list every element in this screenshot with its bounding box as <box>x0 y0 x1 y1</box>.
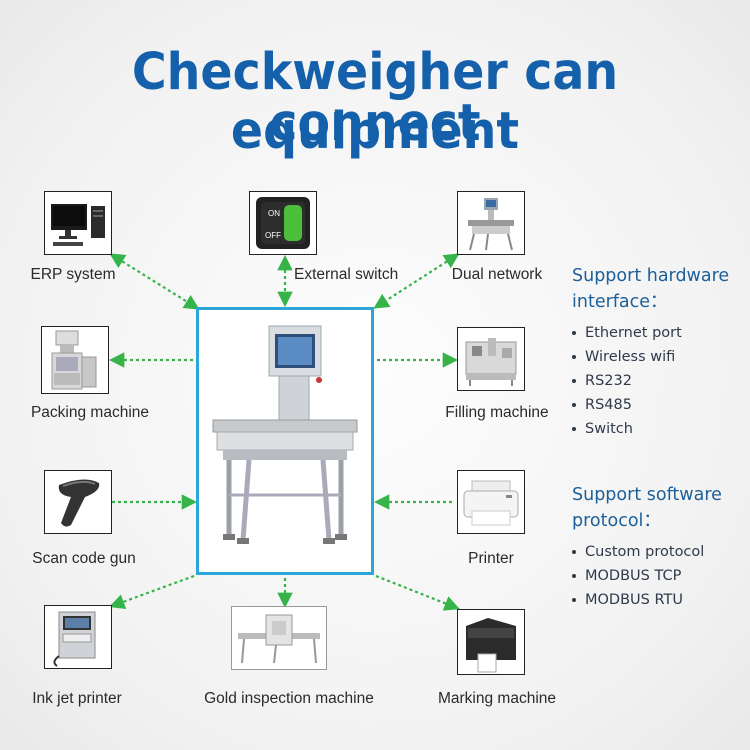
hardware-item: Ethernet port <box>572 321 729 345</box>
filling-machine-icon <box>465 338 517 386</box>
printer-label: Printer <box>468 550 514 567</box>
packing-machine-label: Packing machine <box>30 404 150 421</box>
ink-jet-printer-image <box>44 605 112 669</box>
switch-on-text: ON <box>268 209 280 218</box>
gold-inspection-machine-label: Gold inspection machine <box>204 690 374 707</box>
hardware-item: RS485 <box>572 393 729 417</box>
dual-network-label: Dual network <box>451 266 543 283</box>
external-switch-label: External switch <box>294 266 399 283</box>
erp-system-label: ERP system <box>30 266 116 283</box>
hardware-heading-line-2: interface： <box>572 292 668 312</box>
packing-machine-image <box>41 326 109 394</box>
marking-machine-image <box>457 609 525 675</box>
switch-off-text: OFF <box>265 231 281 240</box>
software-item: Custom protocol <box>572 540 722 564</box>
arrow-marking <box>375 574 460 611</box>
software-item: MODBUS TCP <box>572 564 722 588</box>
software-protocol-section: Support software protocol： Custom protoc… <box>572 482 722 612</box>
printer-image <box>457 470 525 534</box>
checkweigher-center <box>196 307 374 575</box>
barcode-scanner-icon <box>58 479 100 527</box>
filling-machine-image <box>457 327 525 391</box>
metal-detector-icon <box>238 614 320 664</box>
marking-machine-label: Marking machine <box>437 690 557 707</box>
title-line-2: equipment <box>230 102 520 161</box>
checkweigher-icon <box>212 325 358 544</box>
arrow-erp <box>109 253 200 310</box>
label-printer-icon <box>466 618 516 673</box>
ink-jet-printer-label: Ink jet printer <box>32 690 122 707</box>
software-item: MODBUS RTU <box>572 588 722 612</box>
hardware-item: Wireless wifi <box>572 345 729 369</box>
hardware-item: RS232 <box>572 369 729 393</box>
arrow-inkjet <box>109 574 195 609</box>
printer-icon <box>463 480 519 526</box>
hardware-item: Switch <box>572 417 729 441</box>
dual-network-image <box>457 191 525 255</box>
gold-inspection-machine-image <box>231 606 327 670</box>
scan-code-gun-image <box>44 470 112 534</box>
filling-machine-label: Filling machine <box>445 404 549 421</box>
toggle-switch-icon: ON OFF <box>256 197 310 249</box>
erp-system-image <box>44 191 112 255</box>
arrow-dual <box>373 253 460 309</box>
computer-icon <box>51 204 105 246</box>
software-heading-line-1: Support software <box>572 485 722 505</box>
software-heading-line-2: protocol： <box>572 511 661 531</box>
hardware-interface-section: Support hardware interface： Ethernet por… <box>572 263 729 441</box>
external-switch-image: ON OFF <box>249 191 317 255</box>
packing-machine-icon <box>51 330 97 390</box>
inkjet-printer-icon <box>53 611 96 667</box>
title-line-1: Checkweigher can connect <box>131 43 619 153</box>
scan-code-gun-label: Scan code gun <box>32 550 136 567</box>
checkweigher-small-icon <box>468 198 514 251</box>
hardware-heading-line-1: Support hardware <box>572 266 730 286</box>
